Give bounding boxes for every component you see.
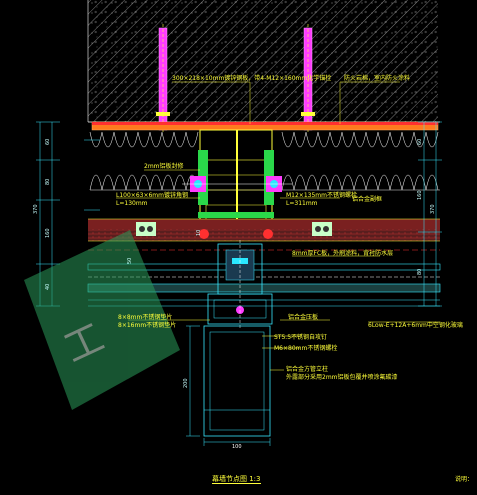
note-bolt-length: L=311mm xyxy=(286,200,318,207)
note-bolt: M12×135mm不锈钢螺栓 xyxy=(286,192,357,199)
note-label: 说明： xyxy=(455,476,474,483)
dim-left-d: 40 xyxy=(45,283,51,290)
note-aluminum-2mm: 2mm铝板封修 xyxy=(144,163,184,170)
note-bolt-m6: M6×80mm不锈钢螺栓 xyxy=(274,345,338,352)
note-self-screw: ST5.5不锈钢自攻钉 xyxy=(274,334,328,341)
note-plate-8mm-2: 8×16mm不锈钢垫片 xyxy=(118,322,177,329)
bolt-set xyxy=(182,176,292,192)
dim-small-b: 10 xyxy=(196,229,202,236)
dim-left-c: 160 xyxy=(45,228,51,238)
dim-left-a: 60 xyxy=(45,138,51,145)
note-angle-steel: L100×63×6mm镀锌角钢 xyxy=(116,192,188,199)
note-plate-8mm-1: 8×8mm不锈钢垫片 xyxy=(118,314,173,321)
concrete-slab xyxy=(87,0,440,123)
aluminium-post xyxy=(203,325,271,437)
drawing-title: 幕墙节点图 1:3 xyxy=(212,475,261,484)
note-steel-pad: 铝合金压板 xyxy=(288,314,319,321)
watermark-logo: 工 xyxy=(24,230,180,410)
dim-right-total: 370 xyxy=(430,204,436,214)
embedded-plate xyxy=(91,121,439,131)
dim-left-total: 370 xyxy=(33,204,39,214)
note-steel-plate: 300×218×10mm镀锌钢板，带4-M12×160mm化学锚栓 xyxy=(172,75,332,82)
mullion-joint xyxy=(207,240,273,330)
fc-board-band xyxy=(88,218,440,242)
dim-small-a: 50 xyxy=(127,257,133,264)
dim-left-b: 80 xyxy=(45,178,51,185)
dim-post-height: 200 xyxy=(183,378,189,388)
dim-right-b: 160 xyxy=(417,190,423,200)
note-profile: 铝合金方管立柱 xyxy=(286,366,329,373)
note-glass: 6Low-E+12A+6mm中空钢化玻璃 xyxy=(368,322,463,329)
note-fireproof: 防火岩棉，室内防火涂料 xyxy=(344,75,411,82)
dim-bottom-width: 100 xyxy=(232,444,242,450)
note-fc-board: 8mm厚FC板，外刷涂料，背衬防水层 xyxy=(292,250,394,257)
note-profile-2: 外露部分采用2mm铝板包覆并喷涂氟碳漆 xyxy=(286,374,398,381)
dim-right-c: 80 xyxy=(417,268,423,275)
note-insulation: 铝合金副框 xyxy=(352,196,383,203)
dim-right-a: 60 xyxy=(417,138,423,145)
note-angle-length: L=130mm xyxy=(116,200,148,207)
